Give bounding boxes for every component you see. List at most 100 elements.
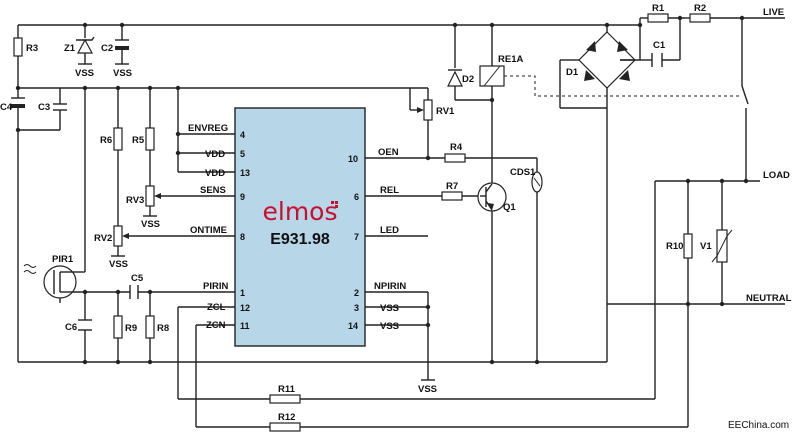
label-r12: R12 bbox=[278, 412, 295, 423]
diode-d2 bbox=[447, 70, 463, 87]
pin-label-vdd-13: VDD bbox=[205, 168, 225, 179]
label-r4: R4 bbox=[450, 142, 463, 153]
pin-label-envreg: ENVREG bbox=[188, 123, 228, 134]
pin-label-oen: OEN bbox=[378, 147, 399, 158]
photoresistor-cds1 bbox=[531, 171, 543, 193]
pin-num-10: 10 bbox=[348, 154, 358, 164]
transistor-q1 bbox=[477, 182, 507, 212]
capacitor-c4 bbox=[11, 104, 25, 108]
pin-num-11: 11 bbox=[240, 321, 250, 331]
label-c4: C4 bbox=[0, 102, 13, 113]
rail-live-label: LIVE bbox=[763, 7, 784, 18]
label-vss-z1: VSS bbox=[75, 68, 94, 79]
label-vss-c2: VSS bbox=[113, 68, 132, 79]
rv1-wiper-arrow-icon bbox=[417, 107, 424, 113]
potentiometers bbox=[113, 99, 433, 247]
component-labels: R3 Z1 C2 VSS VSS C4 C3 R6 R5 RV3 VSS RV2… bbox=[0, 3, 712, 423]
label-re1a: RE1A bbox=[498, 54, 523, 65]
label-r11: R11 bbox=[278, 384, 296, 395]
label-q1: Q1 bbox=[503, 202, 516, 213]
pin-num-4: 4 bbox=[240, 130, 245, 140]
pin-num-9: 9 bbox=[240, 192, 245, 202]
ic-brand-logo: elmos bbox=[263, 197, 338, 226]
resistor-r1 bbox=[647, 13, 669, 23]
resistor-r5 bbox=[145, 127, 155, 151]
label-cds1: CDS1 bbox=[510, 167, 536, 178]
rv3-wiper-arrow-icon bbox=[154, 193, 161, 199]
label-rv2: RV2 bbox=[94, 233, 112, 244]
infrared-wave-icon bbox=[23, 264, 37, 268]
junctions bbox=[15, 15, 749, 365]
label-r5: R5 bbox=[132, 135, 145, 146]
pin-num-3: 3 bbox=[354, 303, 359, 313]
pir-sensor-pir1 bbox=[23, 264, 77, 299]
resistor-r8 bbox=[145, 315, 155, 339]
bridge-rectifier-d1 bbox=[575, 31, 636, 90]
label-vss-rv2: VSS bbox=[109, 259, 128, 270]
pin-label-rel: REL bbox=[380, 185, 399, 196]
capacitors bbox=[11, 39, 663, 331]
label-rv1: RV1 bbox=[436, 106, 455, 117]
wires bbox=[17, 17, 785, 428]
label-vss-bottom: VSS bbox=[418, 384, 437, 395]
watermark: EEChina.com bbox=[728, 420, 789, 431]
diodes bbox=[76, 36, 463, 87]
resistor-r12 bbox=[269, 422, 301, 432]
resistor-r7 bbox=[441, 191, 463, 201]
label-c1: C1 bbox=[653, 40, 666, 51]
pin-label-pirin: PIRIN bbox=[203, 281, 228, 292]
resistor-r11 bbox=[269, 394, 301, 404]
pin-label-zcl: ZCL bbox=[207, 302, 226, 313]
ic-part-number: E931.98 bbox=[270, 231, 330, 248]
potentiometer-rv3 bbox=[145, 185, 155, 207]
pin-num-12: 12 bbox=[240, 303, 250, 313]
ic-body bbox=[234, 107, 366, 347]
pin-label-sens: SENS bbox=[200, 185, 226, 196]
zener-z1 bbox=[76, 38, 94, 54]
emitter-arrow-icon bbox=[488, 203, 494, 210]
label-c2: C2 bbox=[101, 43, 113, 54]
pin-label-ontime: ONTIME bbox=[190, 225, 227, 236]
pin-num-6: 6 bbox=[354, 192, 359, 202]
label-r10: R10 bbox=[666, 241, 683, 252]
ic-e931-98: elmos E931.98 ENVREG 4 VDD 5 VDD 13 SENS… bbox=[188, 107, 406, 347]
label-r6: R6 bbox=[100, 135, 112, 146]
label-r3: R3 bbox=[26, 43, 38, 54]
label-vss-rv3: VSS bbox=[141, 219, 160, 230]
pin-num-2: 2 bbox=[354, 288, 359, 298]
label-z1: Z1 bbox=[64, 43, 76, 54]
ground-symbols bbox=[78, 63, 435, 381]
label-d1: D1 bbox=[566, 67, 579, 78]
rail-neutral-label: NEUTRAL bbox=[746, 293, 792, 304]
label-r9: R9 bbox=[125, 323, 137, 334]
pin-label-led: LED bbox=[380, 225, 399, 236]
label-c3: C3 bbox=[38, 102, 50, 113]
pin-label-zcn: ZCN bbox=[206, 320, 226, 331]
resistor-r6 bbox=[113, 127, 123, 151]
label-rv3: RV3 bbox=[126, 195, 144, 206]
potentiometer-rv1 bbox=[423, 99, 433, 121]
label-r2: R2 bbox=[694, 3, 706, 14]
resistor-r2 bbox=[689, 13, 711, 23]
resistor-r10 bbox=[683, 233, 693, 259]
label-r7: R7 bbox=[446, 181, 458, 192]
resistor-r4 bbox=[444, 153, 466, 163]
label-v1: V1 bbox=[700, 241, 712, 252]
pin-label-vss-14: VSS bbox=[380, 321, 399, 332]
rv2-wiper-arrow-icon bbox=[122, 233, 129, 239]
label-c5: C5 bbox=[131, 273, 144, 284]
capacitor-c2 bbox=[115, 46, 129, 50]
pin-num-14: 14 bbox=[348, 321, 358, 331]
rail-load-label: LOAD bbox=[763, 170, 790, 181]
label-r1: R1 bbox=[652, 3, 665, 14]
label-c6: C6 bbox=[65, 322, 77, 333]
pin-label-vss-3: VSS bbox=[380, 303, 399, 314]
varistor-v1 bbox=[711, 229, 733, 263]
pin-num-7: 7 bbox=[354, 232, 359, 242]
label-r8: R8 bbox=[157, 323, 169, 334]
pin-label-vdd-5: VDD bbox=[205, 149, 225, 160]
potentiometer-rv2 bbox=[113, 225, 123, 247]
pin-num-8: 8 bbox=[240, 232, 245, 242]
pin-num-5: 5 bbox=[240, 149, 245, 159]
